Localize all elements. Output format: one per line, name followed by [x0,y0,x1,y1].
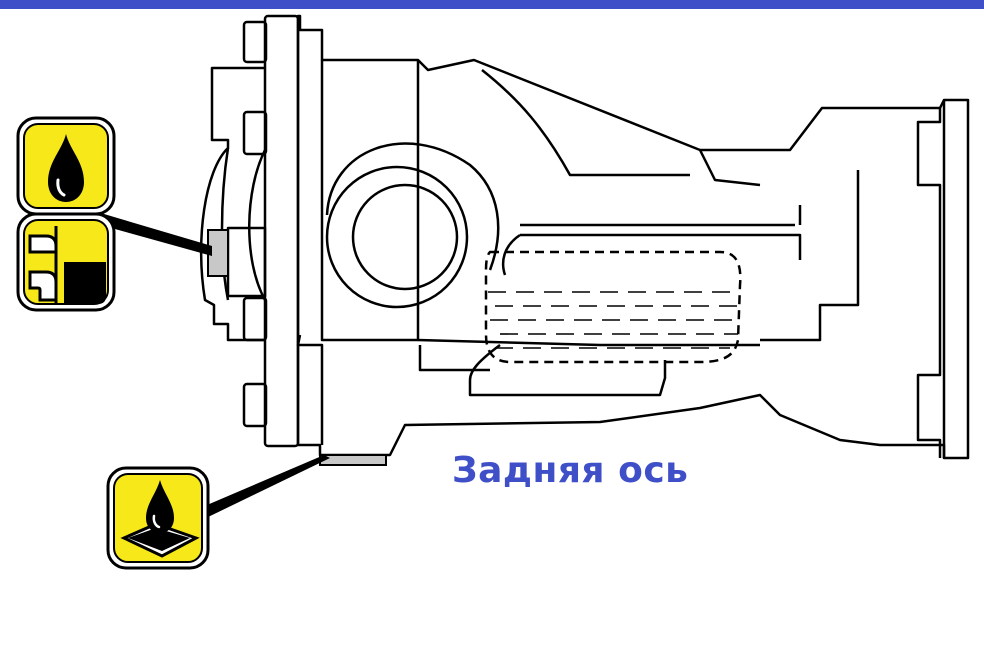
drain-plug-icon [106,466,210,570]
bearing-boss-inner [351,183,459,291]
oil-level-lines [488,291,738,349]
bolt-top [242,20,268,64]
bolt-lower [242,382,268,428]
diagram-caption: Задняя ось [452,450,689,491]
bolt-middle [242,296,268,342]
leader-drain [200,455,330,518]
oil-drop-icon [16,116,116,216]
top-accent-bar [0,0,984,9]
oil-level-icon [16,212,116,312]
oil-reservoir [484,250,742,364]
flange-plate [263,14,300,448]
drain-plug [319,454,387,466]
leader-fill [104,214,212,256]
bolt-upper [242,110,268,156]
housing-outline [296,14,970,460]
bearing-boss-outer [325,165,469,309]
